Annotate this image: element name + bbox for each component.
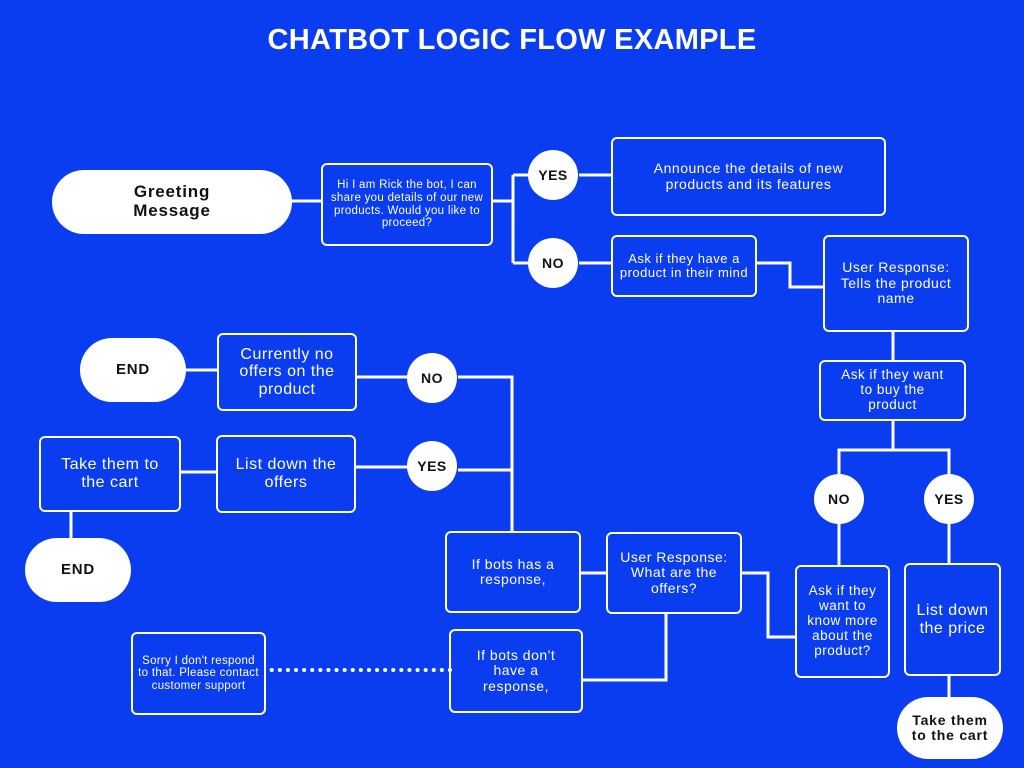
end-node-top: END (80, 338, 186, 402)
intro-message-node: Hi I am Rick the bot, I can share you de… (321, 163, 493, 246)
end-label-top: END (115, 360, 151, 378)
sorry-message-label: Sorry I don't respond to that. Please co… (138, 654, 259, 692)
ask-know-more-label: Ask if they want to know more about the … (807, 583, 878, 658)
list-offers-label: List down the offers (235, 456, 337, 491)
user-response-product-name-node: User Response: Tells the product name (823, 235, 969, 332)
user-response-offers-label: User Response: What are the offers? (620, 548, 728, 596)
list-price-node: List down the price (904, 563, 1001, 676)
ask-product-in-mind-node: Ask if they have a product in their mind (611, 235, 757, 297)
yes-decision-3: YES (407, 441, 457, 491)
ask-know-more-node: Ask if they want to know more about the … (795, 565, 890, 678)
no-offers-label: Currently no offers on the product (239, 345, 335, 398)
take-to-cart-left-node: Take them to the cart (39, 436, 181, 512)
take-to-cart-left-label: Take them to the cart (61, 456, 159, 491)
connector (741, 571, 796, 639)
bot-has-response-node: If bots has a response, (445, 531, 581, 613)
connector (837, 448, 951, 474)
bot-no-response-node: If bots don't have a response, (449, 629, 583, 713)
no-decision-2: NO (814, 474, 864, 524)
bot-no-response-label: If bots don't have a response, (476, 646, 556, 694)
yes-label-2: YES (934, 491, 964, 507)
page-title: CHATBOT LOGIC FLOW EXAMPLE (267, 24, 757, 56)
sorry-message-node: Sorry I don't respond to that. Please co… (131, 632, 266, 715)
list-price-label: List down the price (916, 601, 989, 637)
bot-has-response-label: If bots has a response, (471, 555, 555, 587)
take-to-cart-right-label: Take them to the cart (911, 711, 989, 743)
no-label-1: NO (542, 255, 564, 271)
connector (756, 261, 824, 289)
list-offers-node: List down the offers (216, 435, 356, 513)
no-label-3: NO (421, 370, 443, 386)
end-node-bottom: END (25, 538, 131, 602)
yes-decision-1: YES (528, 150, 578, 200)
intro-message-label: Hi I am Rick the bot, I can share you de… (330, 179, 484, 230)
no-decision-1: NO (528, 238, 578, 288)
yes-label-1: YES (538, 167, 568, 183)
ask-buy-product-node: Ask if they want to buy the product (819, 360, 966, 421)
greeting-message-label: Greeting Message (133, 182, 211, 220)
user-response-offers-node: User Response: What are the offers? (606, 532, 742, 614)
end-label-bottom: END (60, 560, 96, 578)
no-offers-node: Currently no offers on the product (217, 333, 357, 411)
user-response-product-name-label: User Response: Tells the product name (840, 259, 952, 307)
yes-label-3: YES (417, 458, 447, 474)
no-label-2: NO (828, 491, 850, 507)
ask-buy-product-label: Ask if they want to buy the product (841, 367, 944, 412)
greeting-message-node: Greeting Message (52, 170, 292, 234)
yes-decision-2: YES (924, 474, 974, 524)
ask-product-in-mind-label: Ask if they have a product in their mind (619, 250, 749, 280)
connector (582, 614, 668, 682)
take-to-cart-right-node: Take them to the cart (897, 697, 1003, 759)
announce-details-node: Announce the details of new products and… (611, 137, 886, 216)
connector (458, 375, 514, 532)
announce-details-label: Announce the details of new products and… (653, 160, 844, 192)
no-decision-3: NO (407, 353, 457, 403)
